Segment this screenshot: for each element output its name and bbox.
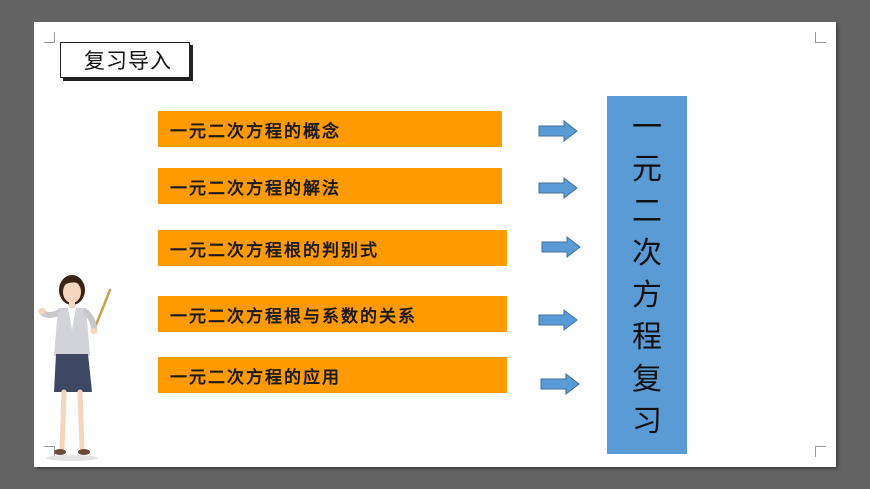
topic-solving-methods[interactable]: 一元二次方程的解法: [158, 168, 502, 204]
side-title-char: 方: [632, 278, 662, 313]
crop-mark: [815, 446, 826, 457]
topic-discriminant[interactable]: 一元二次方程根的判别式: [158, 230, 507, 266]
teacher-illustration: [38, 275, 112, 461]
right-arrow-icon: [538, 309, 578, 331]
side-title-char: 次: [632, 236, 662, 271]
crop-mark: [44, 32, 55, 43]
section-title-frame: [60, 42, 190, 78]
side-title-char: 复: [632, 362, 662, 397]
side-title-box: 一 元 二 次 方 程 复 习: [607, 96, 687, 454]
topic-applications[interactable]: 一元二次方程的应用: [158, 357, 507, 393]
side-title-char: 程: [632, 320, 662, 355]
section-title: 复习导入: [84, 49, 172, 73]
right-arrow-icon: [541, 236, 581, 258]
right-arrow-icon: [540, 373, 580, 395]
side-title-char: 习: [632, 404, 662, 439]
crop-mark: [815, 32, 826, 43]
side-title-char: 一: [632, 110, 662, 145]
topic-concept[interactable]: 一元二次方程的概念: [158, 111, 502, 147]
side-title-char: 二: [632, 194, 662, 229]
side-title-char: 元: [632, 152, 662, 187]
topic-roots-coefficients[interactable]: 一元二次方程根与系数的关系: [158, 296, 507, 332]
right-arrow-icon: [538, 120, 578, 142]
right-arrow-icon: [538, 177, 578, 199]
